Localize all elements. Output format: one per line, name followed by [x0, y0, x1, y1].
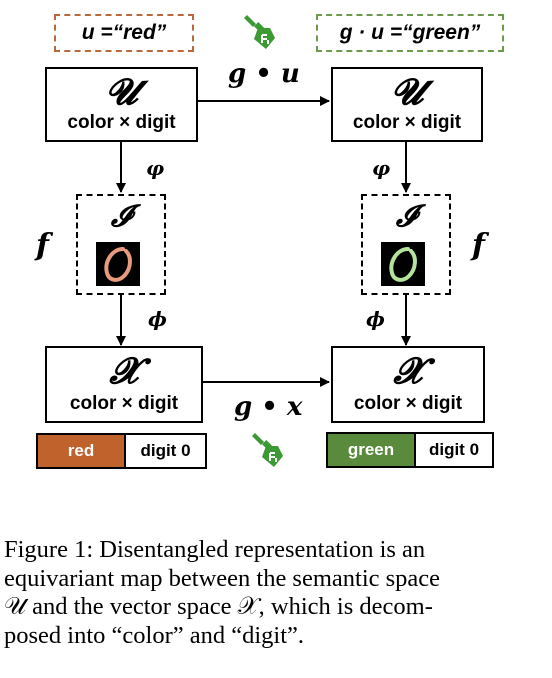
map-label-f: f	[472, 228, 485, 263]
image-space-symbol: 𝓘	[110, 199, 132, 234]
vector-color-cell: red	[38, 435, 124, 467]
vector-space-symbol: 𝓧	[393, 350, 423, 392]
box-subtitle: color × digit	[353, 393, 463, 414]
vector-color-cell: green	[328, 434, 414, 466]
figure-caption: Figure 1: Disentangled representation is…	[4, 536, 550, 650]
image-space-box-left: 𝓘	[76, 194, 166, 295]
caption-line: posed into “color” and “digit”.	[4, 621, 305, 649]
semantic-space-symbol: 𝓤	[105, 71, 138, 113]
paint-brush-icon	[244, 12, 278, 52]
caption-line: equivariant map between the semantic spa…	[4, 564, 441, 592]
vector-space-symbol: 𝓧	[109, 350, 139, 392]
vector-red: red digit 0	[36, 433, 207, 469]
semantic-space-box-left: 𝓤 color × digit	[45, 67, 198, 142]
semantic-space-box-right: 𝓤 color × digit	[331, 67, 483, 142]
map-label-f: f	[36, 228, 49, 263]
vector-space-box-left: 𝓧 color × digit	[45, 346, 203, 423]
paint-brush-icon	[252, 430, 286, 470]
image-space-box-right: 𝓘	[361, 194, 451, 295]
box-subtitle: color × digit	[69, 393, 179, 414]
arrow-label-phi: φ	[372, 156, 391, 180]
box-subtitle: color × digit	[352, 112, 462, 133]
arrow-label-phi: φ	[146, 156, 165, 180]
vector-digit-cell: digit 0	[124, 435, 205, 467]
image-space-symbol: 𝓘	[395, 199, 417, 234]
arrow-label-phi: ϕ	[148, 307, 167, 331]
caption-line: Figure 1: Disentangled representation is…	[4, 536, 426, 563]
vector-green: green digit 0	[326, 432, 494, 468]
vector-digit-cell: digit 0	[414, 434, 492, 466]
label-green: g · u =“green”	[316, 14, 504, 52]
arrow-label-bottom: g • x	[234, 392, 303, 422]
digit-image-green	[381, 242, 425, 286]
box-subtitle: color × digit	[67, 112, 176, 133]
vector-space-box-right: 𝓧 color × digit	[331, 346, 485, 423]
arrow-label-top: g • u	[228, 59, 300, 89]
label-red: u =“red”	[54, 14, 194, 52]
semantic-space-symbol: 𝓤	[391, 71, 423, 113]
digit-image-red	[96, 242, 140, 286]
arrow-label-phi: ϕ	[366, 307, 385, 331]
caption-line: 𝒰 and the vector space 𝒳, which is decom…	[4, 593, 433, 620]
arrows-layer	[116, 96, 411, 387]
